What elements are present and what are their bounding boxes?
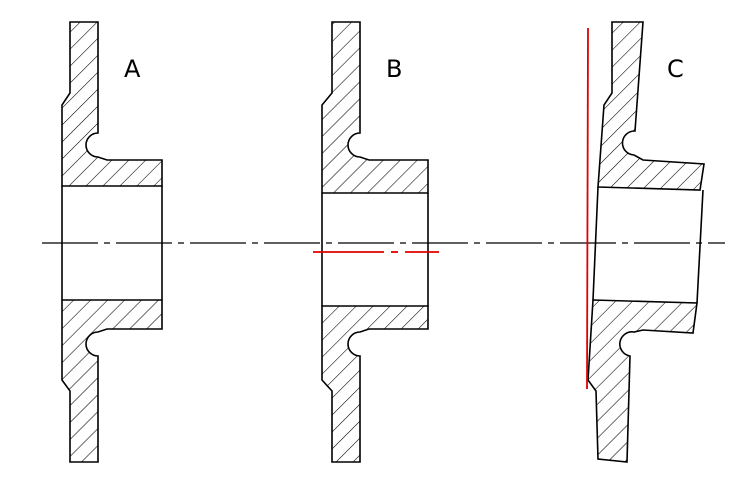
flange-b-lower-section [321, 305, 429, 463]
flange-b: B [313, 21, 439, 463]
label-b: B [386, 55, 402, 83]
flange-c-reference-line [586, 27, 589, 390]
label-a: A [124, 55, 141, 83]
flange-b-upper-section [321, 21, 429, 194]
flange-c-lower-section [587, 299, 698, 463]
flange-c-bore-left [592, 186, 599, 301]
label-c: C [667, 55, 684, 83]
flange-c: C [586, 21, 705, 463]
flange-a-upper-section [61, 21, 163, 187]
flange-c-bore-face [696, 189, 704, 304]
flange-c-upper-section [597, 21, 705, 191]
flange-a-lower-section [61, 299, 163, 463]
flange-a: A [61, 21, 163, 463]
